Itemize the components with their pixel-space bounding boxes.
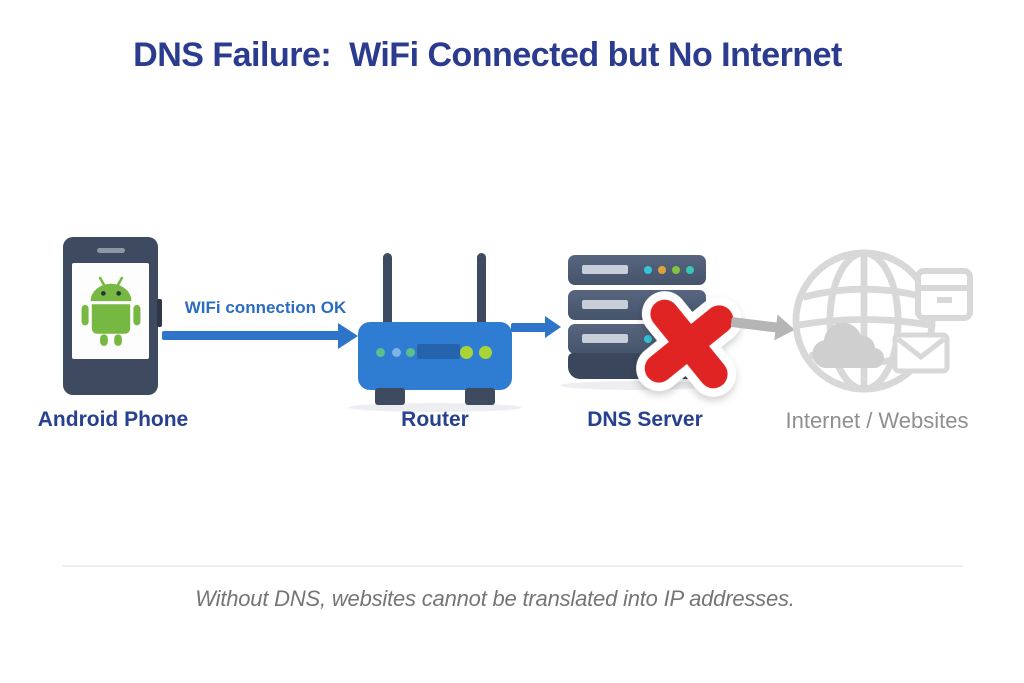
server-shadow [560,381,714,390]
router-antenna-right [477,253,486,331]
android-robot-icon [81,276,140,346]
red-x-icon [636,291,742,397]
browser-window-icon [915,268,973,321]
android-phone-icon [63,237,162,395]
label-android-phone: Android Phone [37,408,189,431]
label-router: Router [401,408,469,431]
router-led-green-2 [406,348,415,357]
router-body [358,322,512,390]
router-foot-left [375,388,405,405]
router-foot-right [465,388,495,405]
server-slot [582,300,628,309]
server-led-cyan [644,335,652,343]
server-led-teal [686,266,694,274]
phone-speaker [96,248,125,253]
server-rack-unit [568,255,706,285]
cloud-icon [812,322,885,369]
router-icon [348,253,522,412]
wifi-connection-label: WIFi connection OK [184,298,347,317]
server-led-cyan [644,266,652,274]
router-display [417,344,460,359]
page-title: DNS Failure: WiFi Connected but No Inter… [133,36,842,74]
router-led-yellow [460,346,473,359]
server-slot [582,265,628,274]
router-shadow [348,403,522,412]
router-led-green [376,348,385,357]
label-internet-websites: Internet / Websites [785,408,969,433]
envelope-icon [892,332,950,374]
footer-note: Without DNS, websites cannot be translat… [195,586,795,611]
footer-divider [62,565,963,567]
router-antenna-left [383,253,392,331]
phone-screen [72,263,149,359]
phone-side-button [157,299,162,327]
router-led-yellow-2 [479,346,492,359]
gray-arrow-shaft [730,317,778,333]
router-led-blue [392,348,401,357]
server-led-orange [658,266,666,274]
server-led-green [672,266,680,274]
label-dns-server: DNS Server [587,408,703,431]
server-slot [582,334,628,343]
